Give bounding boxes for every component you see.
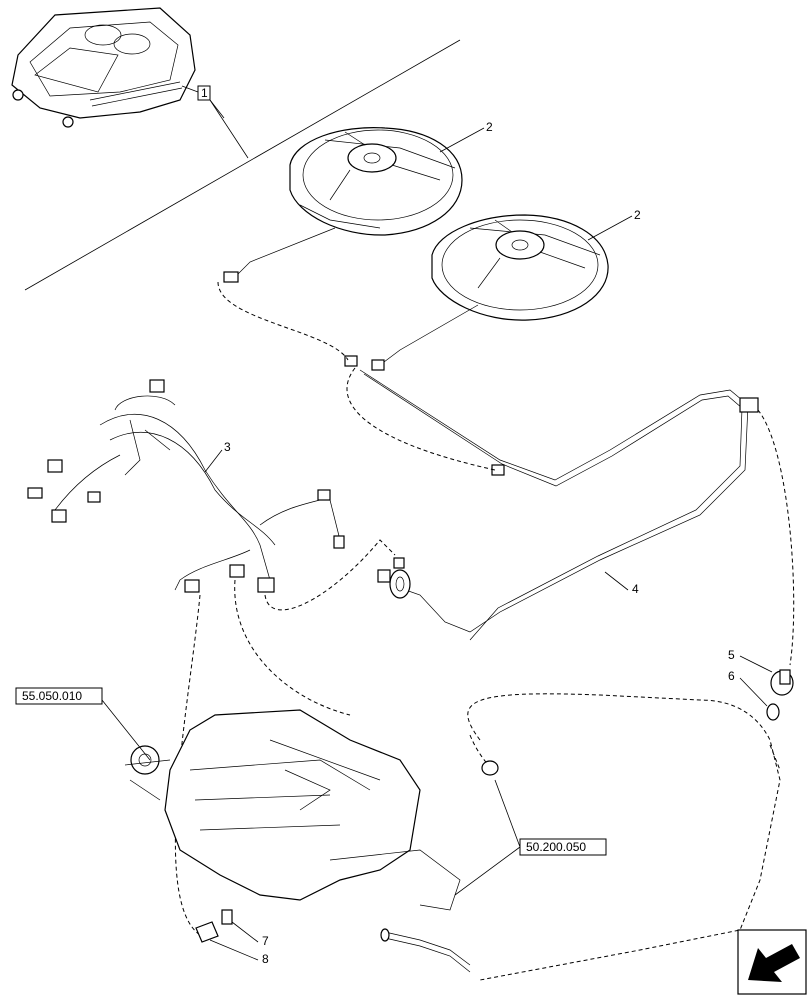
callout-1: 1 — [201, 86, 208, 100]
part-8-filter — [195, 921, 219, 943]
callout-2b: 2 — [634, 208, 641, 222]
part-5-sensor — [770, 669, 794, 696]
callout-4: 4 — [632, 582, 639, 596]
reference-2[interactable]: 50.200.050 — [526, 840, 586, 854]
inset-separator-line — [24, 39, 461, 291]
blower-fan-2 — [431, 214, 609, 321]
callout-5: 5 — [728, 648, 735, 662]
main-wiring-harness — [27, 379, 345, 593]
harness-grommet — [377, 557, 411, 599]
reference-1[interactable]: 55.050.010 — [22, 689, 82, 703]
arrow-left-icon[interactable] — [737, 929, 807, 995]
part-6-fitting — [766, 703, 780, 721]
hose-end — [380, 928, 471, 973]
blower-fan-1 — [289, 127, 463, 236]
callout-1-box — [197, 85, 211, 101]
callout-2a: 2 — [486, 120, 493, 134]
cab-roof-unit — [11, 7, 196, 128]
hose-connector — [481, 760, 499, 776]
part-7-valve — [221, 909, 233, 925]
callout-7: 7 — [262, 934, 269, 948]
callout-6: 6 — [728, 669, 735, 683]
hvac-unit — [124, 709, 461, 911]
callout-8: 8 — [262, 952, 269, 966]
callout-3: 3 — [224, 440, 231, 454]
reference-box-1[interactable] — [15, 687, 103, 705]
